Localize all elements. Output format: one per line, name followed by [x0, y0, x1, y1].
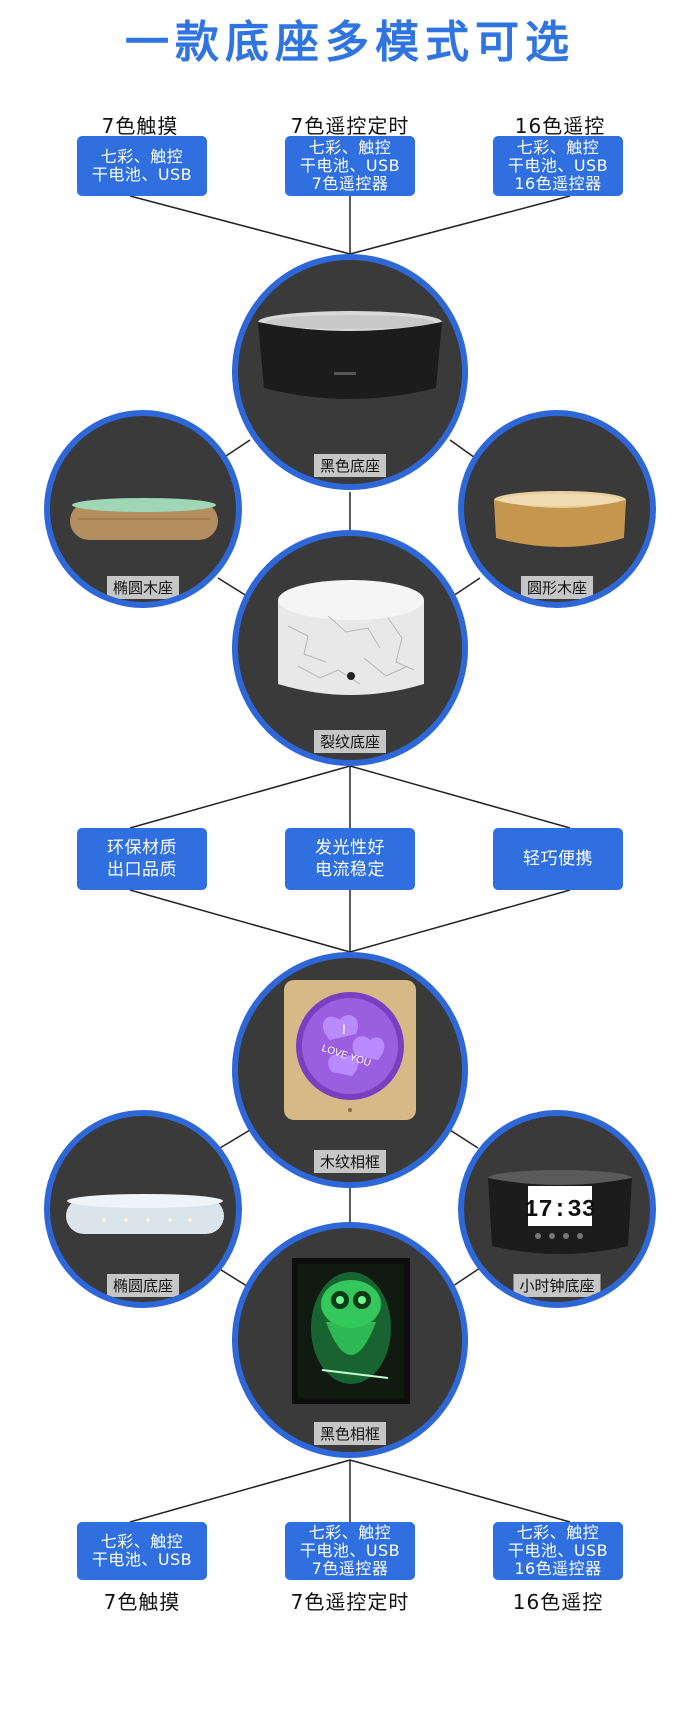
mode-box-line: 七彩、触控 [516, 138, 600, 157]
feature-line: 电流稳定 [315, 860, 385, 880]
bottom-mode-box-7color-remote-timer: 七彩、触控 干电池、USB 7色遥控器 [285, 1522, 415, 1580]
feature-line: 发光性好 [315, 838, 385, 858]
mode-label-16color-remote: 16色遥控 [514, 114, 606, 138]
mode-box-line: 七彩、触控 [100, 1532, 184, 1551]
black-base-image [258, 311, 442, 399]
circle-oval-wood-base: 椭圆木座 [44, 410, 242, 608]
mode-box-line: 16色遥控器 [514, 1559, 602, 1578]
crack-base-image [278, 580, 424, 695]
bottom-mode-label-7color-remote-timer: 7色遥控定时 [290, 1590, 410, 1614]
mode-box-line: 干电池、USB [91, 1550, 193, 1569]
clock-display-text: 17:33 [524, 1197, 596, 1224]
mode-box-line: 七彩、触控 [308, 138, 392, 157]
circle-black-base: 黑色底座 [232, 254, 468, 490]
circle-oval-base: 椭圆底座 [44, 1110, 242, 1308]
circle-round-wood-base: 圆形木座 [458, 410, 656, 608]
bottom-mode-box-16color-remote: 七彩、触控 干电池、USB 16色遥控器 [493, 1522, 623, 1580]
mode-label-7color-touch: 7色触摸 [101, 114, 179, 138]
mode-box-line: 干电池、USB [507, 156, 609, 175]
bottom-mode-box-7color-touch: 七彩、触控 干电池、USB [77, 1522, 207, 1580]
oval-wood-base-image [70, 498, 218, 540]
heart-i-text: I [342, 1021, 346, 1037]
circle-clock-base: 17:33 小时钟底座 [458, 1110, 656, 1308]
frame-tag-clock: 小时钟底座 [513, 1274, 601, 1297]
circle-black-frame: 黑色相框 [232, 1222, 468, 1458]
mode-box-line: 7色遥控器 [311, 174, 389, 193]
mode-box-7color-remote-timer: 七彩、触控 干电池、USB 7色遥控器 [285, 136, 415, 196]
base-tag-oval-wood: 椭圆木座 [106, 576, 180, 599]
mode-box-line: 7色遥控器 [311, 1559, 389, 1578]
black-frame-image [292, 1258, 410, 1404]
bottom-mode-label-16color-remote: 16色遥控 [512, 1590, 604, 1614]
mode-box-line: 16色遥控器 [514, 174, 602, 193]
clock-base-image: 17:33 [488, 1170, 632, 1254]
frame-tag-wood-grain: 木纹相框 [313, 1150, 387, 1173]
mode-box-line: 干电池、USB [91, 165, 193, 184]
mode-box-line: 干电池、USB [507, 1541, 609, 1560]
feature-line: 环保材质 [107, 838, 177, 858]
mode-box-7color-touch: 七彩、触控 干电池、USB [77, 136, 207, 196]
mode-box-line: 干电池、USB [299, 156, 401, 175]
oval-base-image [66, 1194, 224, 1234]
circle-wood-grain-frame: I LOVE YOU 木纹相框 [232, 952, 468, 1188]
mode-box-line: 干电池、USB [299, 1541, 401, 1560]
base-tag-black: 黑色底座 [313, 454, 387, 477]
wood-grain-frame-image: I LOVE YOU [284, 980, 416, 1120]
frame-tag-oval-base: 椭圆底座 [106, 1274, 180, 1297]
feature-box-portable: 轻巧便携 [493, 828, 623, 890]
page-title: 一款底座多模式可选 [125, 17, 575, 68]
feature-box-material: 环保材质 出口品质 [77, 828, 207, 890]
feature-line: 轻巧便携 [523, 849, 593, 869]
circle-crack-base: 裂纹底座 [232, 530, 468, 766]
bottom-mode-label-7color-touch: 7色触摸 [103, 1590, 181, 1614]
feature-box-luminous: 发光性好 电流稳定 [285, 828, 415, 890]
mode-box-16color-remote: 七彩、触控 干电池、USB 16色遥控器 [493, 136, 623, 196]
base-tag-round-wood: 圆形木座 [520, 576, 594, 599]
mode-box-line: 七彩、触控 [308, 1523, 392, 1542]
frame-tag-black: 黑色相框 [313, 1422, 387, 1445]
base-tag-crack: 裂纹底座 [313, 730, 387, 753]
mode-box-line: 七彩、触控 [100, 147, 184, 166]
feature-line: 出口品质 [107, 860, 177, 880]
mode-label-7color-remote-timer: 7色遥控定时 [290, 114, 410, 138]
round-wood-base-image [494, 491, 626, 547]
mode-box-line: 七彩、触控 [516, 1523, 600, 1542]
